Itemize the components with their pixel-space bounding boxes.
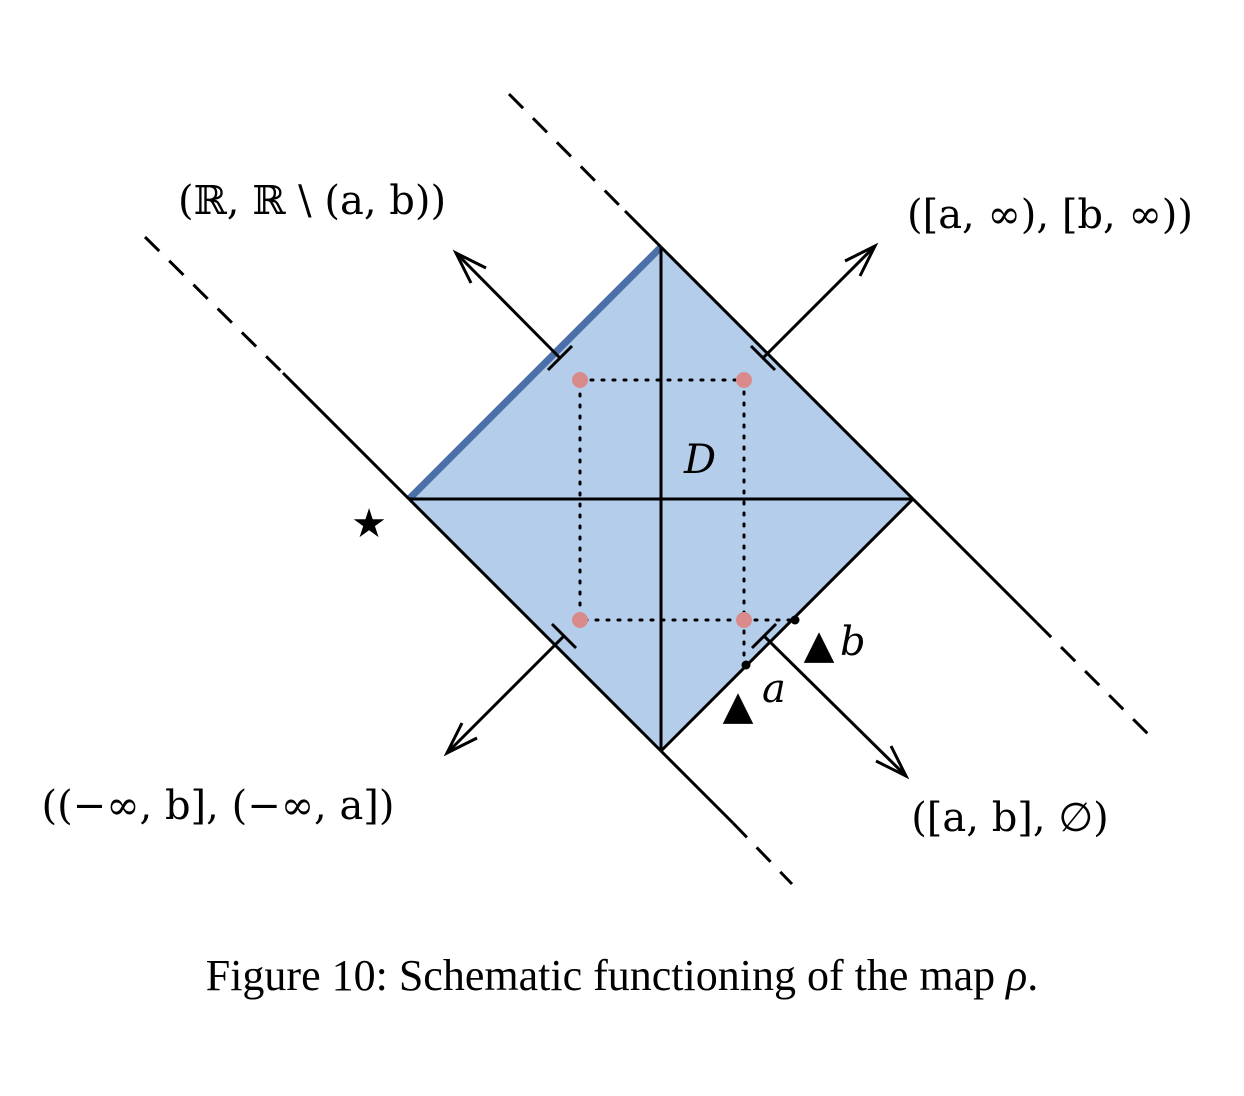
tick-top-right — [749, 344, 777, 372]
point-a — [741, 660, 751, 670]
arrowhead-top-right — [844, 242, 879, 277]
left-boundary-dashed — [143, 235, 285, 375]
arrow-top-left — [454, 251, 562, 360]
left-boundary-line — [281, 371, 411, 501]
bottom-extension-dashed — [731, 821, 794, 886]
corner-dot — [736, 612, 752, 628]
triangle-marker-b: ▲ — [804, 622, 835, 668]
region-label: D — [683, 437, 716, 483]
square-edge — [659, 497, 915, 753]
dotted-rectangle — [578, 378, 746, 622]
star-marker: ★ — [351, 501, 387, 547]
tick-bottom-left — [550, 622, 578, 650]
tick-top-left — [546, 344, 574, 372]
caption-suffix: . — [1027, 951, 1039, 1000]
right-boundary-line — [623, 209, 663, 249]
right-boundary-dashed — [1035, 621, 1157, 743]
square-edge — [659, 245, 915, 501]
label-bottom-right: ([a, b], ∅) — [911, 795, 1109, 841]
arrow-bottom-left — [445, 634, 566, 755]
triangle-marker-a: ▲ — [723, 683, 754, 729]
arrowhead-bottom-left — [443, 722, 478, 757]
label-b: b — [840, 619, 866, 665]
arrowhead-bottom-right — [875, 745, 910, 780]
tick-bottom-right — [750, 622, 778, 650]
arrow-top-right — [761, 244, 877, 360]
label-bottom-left: ((−∞, b], (−∞, a]) — [41, 783, 394, 829]
corner-dot — [572, 612, 588, 628]
bottom-extension-line — [659, 749, 735, 825]
arrowhead-top-left — [452, 249, 487, 284]
label-a: a — [762, 666, 786, 712]
right-boundary-line — [911, 497, 1039, 625]
square-edge — [407, 497, 663, 753]
highlighted-edge — [406, 244, 664, 502]
corner-dot — [736, 372, 752, 388]
label-top-right: ([a, ∞), [b, ∞)) — [907, 192, 1193, 238]
caption-symbol: ρ — [1006, 951, 1028, 1000]
label-top-left: (ℝ, ℝ \ (a, b)) — [178, 178, 446, 224]
right-boundary-dashed — [507, 92, 627, 213]
arrow-bottom-right — [762, 634, 908, 778]
point-b — [790, 615, 800, 625]
corner-dot — [572, 372, 588, 388]
caption-prefix: Figure 10: Schematic functioning of the … — [205, 951, 1007, 1000]
figure-caption: Figure 10: Schematic functioning of the … — [0, 950, 1244, 1001]
